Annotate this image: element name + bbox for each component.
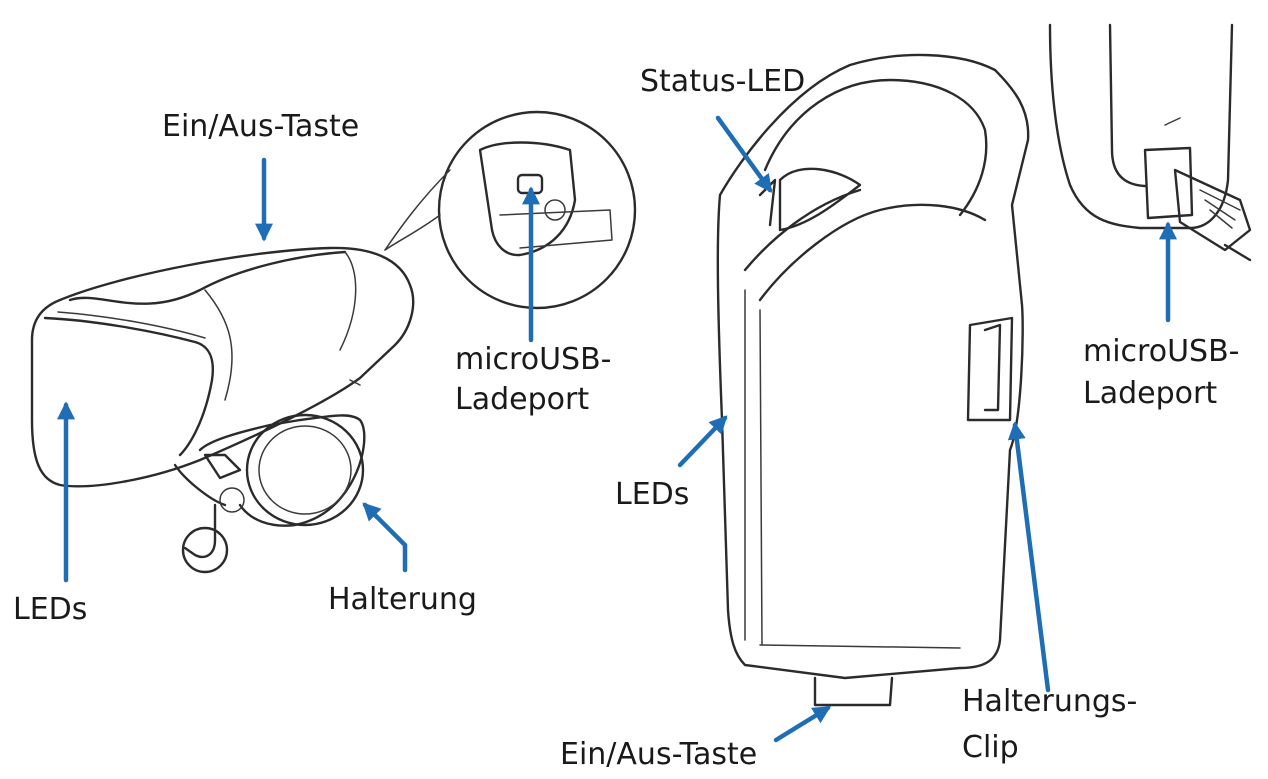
label-status-led: Status-LED (640, 64, 806, 99)
label-left-power-button: Ein/Aus-Taste (162, 109, 360, 144)
label-right-power-button: Ein/Aus-Taste (560, 737, 758, 772)
callout-arrows (57, 115, 1177, 743)
label-mount-clip-line1: Halterungs- (962, 684, 1138, 719)
rear-light-drawing (716, 53, 1030, 707)
arrow-right-leds (677, 415, 728, 468)
label-left-leds: LEDs (13, 592, 88, 627)
usb-port-zoom-drawing (384, 110, 637, 310)
label-right-usb-port-line1: microUSB- (1083, 334, 1240, 369)
front-light-drawing (30, 246, 415, 574)
arrow-right-power-button (773, 705, 832, 743)
label-mount-clip-line2: Clip (962, 730, 1019, 765)
arrow-left-mount (362, 502, 408, 573)
label-right-usb-port-line2: Ladeport (1083, 376, 1218, 411)
arrow-mount-clip (1007, 421, 1051, 693)
label-left-usb-port-line2: Ladeport (455, 382, 590, 417)
side-view-drawing (1048, 23, 1252, 262)
arrow-status-led (715, 115, 773, 193)
label-right-leds: LEDs (615, 477, 690, 512)
label-left-usb-port-line1: microUSB- (455, 342, 612, 377)
label-left-mount: Halterung (328, 582, 477, 617)
